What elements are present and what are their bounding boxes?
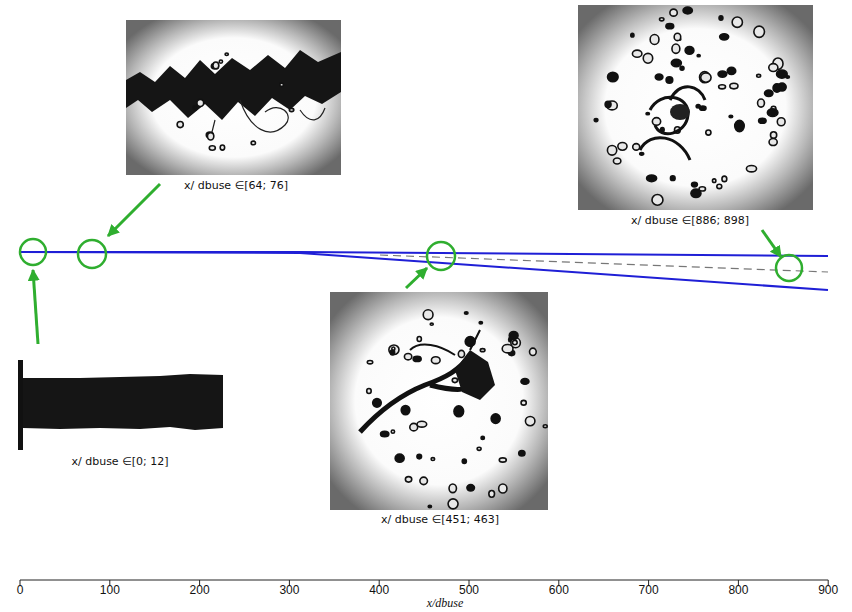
photo — [126, 20, 341, 175]
tick-label: 300 — [279, 584, 299, 598]
tick-label: 900 — [818, 584, 838, 598]
pointer-arrow — [762, 230, 781, 257]
jet-boundary — [20, 252, 828, 290]
pointer-arrow — [406, 268, 427, 288]
photo — [18, 360, 223, 450]
tick-label: 700 — [639, 584, 659, 598]
tick-label: 600 — [549, 584, 569, 598]
axis-line — [20, 580, 828, 581]
tick-label: 100 — [100, 584, 120, 598]
position-marker — [427, 242, 455, 270]
photo-caption: x/ dbuse ∈[886; 898] — [631, 215, 749, 228]
position-marker — [20, 239, 46, 265]
photo-caption: x/ dbuse ∈[0; 12] — [71, 456, 168, 469]
tick-label: 0 — [17, 584, 24, 598]
photo-caption: x/ dbuse ∈[64; 76] — [184, 180, 288, 193]
pointer-arrow — [33, 270, 38, 344]
photo — [330, 292, 548, 510]
position-marker — [78, 240, 106, 268]
photo-caption: x/ dbuse ∈[451; 463] — [381, 514, 499, 527]
pointer-arrow — [108, 184, 160, 236]
position-marker — [776, 255, 802, 281]
tick-label: 500 — [459, 584, 479, 598]
tick-label: 200 — [190, 584, 210, 598]
axis-title: x/dbuse — [427, 597, 464, 611]
photo — [578, 5, 813, 210]
tick-label: 800 — [728, 584, 748, 598]
tick-label: 400 — [369, 584, 389, 598]
